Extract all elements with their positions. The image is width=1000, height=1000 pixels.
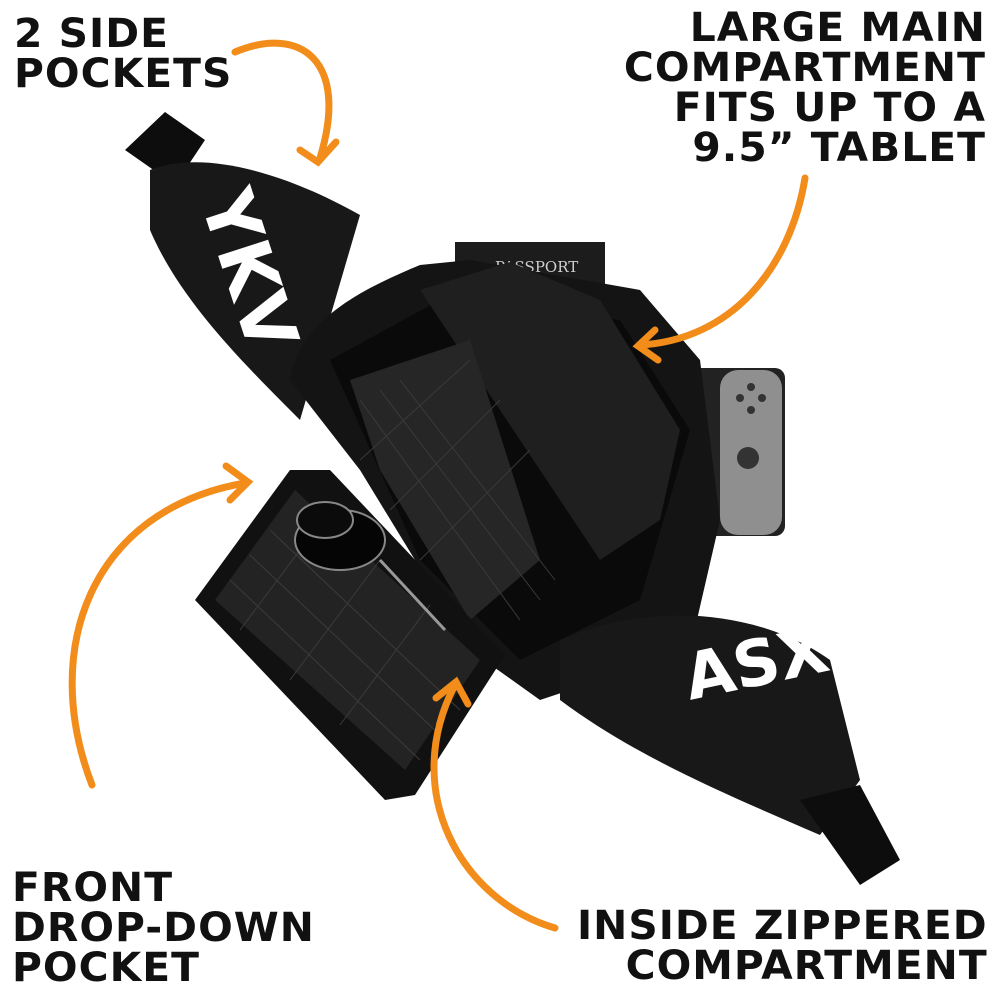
main-compartment-callout: LARGE MAIN COMPARTMENT FITS UP TO A 9.5”… <box>624 8 986 168</box>
callout-line: COMPARTMENT <box>625 943 988 989</box>
inside-compartment-callout: INSIDE ZIPPERED COMPARTMENT <box>577 906 988 986</box>
callout-line: POCKET <box>12 945 200 991</box>
callout-line: COMPARTMENT <box>623 45 986 91</box>
sunglasses <box>294 501 447 632</box>
arrow-side-pockets <box>231 39 333 162</box>
side-pockets-callout: 2 SIDE POCKETS <box>14 14 232 94</box>
callout-line: FRONT <box>12 865 174 911</box>
callout-line: 9.5” TABLET <box>692 125 986 171</box>
arrow-main-compartment <box>636 174 809 349</box>
right-strap: ASX. <box>560 608 900 885</box>
callout-line: INSIDE ZIPPERED <box>577 903 988 949</box>
callout-line: POCKETS <box>14 51 233 97</box>
arrows <box>68 39 809 932</box>
front-pocket-callout: FRONT DROP-DOWN POCKET <box>12 868 315 988</box>
arrow-front-pocket <box>68 479 249 789</box>
callout-line: FITS UP TO A <box>673 85 986 131</box>
callout-line: 2 SIDE <box>14 11 170 57</box>
callout-line: LARGE MAIN <box>689 5 986 51</box>
callout-line: DROP-DOWN <box>12 905 315 951</box>
front-drop-down-pocket <box>195 470 505 800</box>
arrow-inside-compartment <box>430 681 559 932</box>
bag-body <box>290 260 720 700</box>
